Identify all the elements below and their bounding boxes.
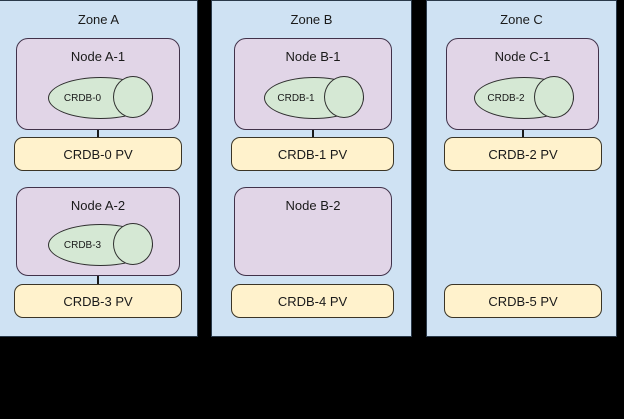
pv-box-crdb-1[interactable]: CRDB-1 PV <box>231 137 394 171</box>
node-box-a-1[interactable]: Node A-1 CRDB-0 <box>16 38 180 130</box>
pv-box-crdb-4[interactable]: CRDB-4 PV <box>231 284 394 318</box>
connector-node-b-1-to-pv-1 <box>312 130 314 138</box>
crdb-pod-label-3: CRDB-3 <box>63 239 102 251</box>
crdb-pod-cylinder-0[interactable]: CRDB-0 <box>48 76 153 119</box>
node-box-a-2[interactable]: Node A-2 CRDB-3 <box>16 187 180 276</box>
crdb-pod-label-2: CRDB-2 <box>487 92 525 104</box>
node-box-c-1[interactable]: Node C-1 CRDB-2 <box>446 38 599 130</box>
cylinder-cap <box>113 76 153 118</box>
node-box-b-2[interactable]: Node B-2 <box>234 187 392 276</box>
cylinder-cap <box>113 223 153 265</box>
pv-box-crdb-0[interactable]: CRDB-0 PV <box>14 137 182 171</box>
connector-node-c-1-to-pv-2 <box>522 130 524 138</box>
cylinder-cap <box>324 76 364 118</box>
pv-box-crdb-2[interactable]: CRDB-2 PV <box>444 137 602 171</box>
pv-box-crdb-5[interactable]: CRDB-5 PV <box>444 284 602 318</box>
node-label-a-2: Node A-2 <box>70 198 126 213</box>
crdb-pod-cylinder-1[interactable]: CRDB-1 <box>264 76 364 119</box>
zone-container-b: Zone B Node B-1 CRDB-1 CRDB-1 PV Node B-… <box>211 0 412 337</box>
zone-label-c: Zone C <box>500 12 543 27</box>
node-label-b-1: Node B-1 <box>285 49 341 64</box>
node-label-a-1: Node A-1 <box>70 49 126 64</box>
node-box-b-1[interactable]: Node B-1 CRDB-1 <box>234 38 392 130</box>
crdb-pod-cylinder-3[interactable]: CRDB-3 <box>48 223 153 266</box>
node-label-b-2: Node B-2 <box>285 198 341 213</box>
zone-container-c: Zone C Node C-1 CRDB-2 CRDB-2 PV CRDB-5 … <box>426 0 617 337</box>
crdb-pod-label-1: CRDB-1 <box>277 92 315 104</box>
zone-label-a: Zone A <box>77 12 120 27</box>
pv-box-crdb-3[interactable]: CRDB-3 PV <box>14 284 182 318</box>
crdb-pod-label-0: CRDB-0 <box>63 92 102 104</box>
zone-label-b: Zone B <box>290 12 333 27</box>
cylinder-cap <box>534 76 574 118</box>
connector-node-a-2-to-pv-3 <box>97 276 99 285</box>
crdb-pod-cylinder-2[interactable]: CRDB-2 <box>474 76 574 119</box>
node-label-c-1: Node C-1 <box>494 49 551 64</box>
connector-node-a-1-to-pv-0 <box>97 130 99 138</box>
zone-container-a: Zone A Node A-1 CRDB-0 CRDB-0 PV Node A-… <box>0 0 198 337</box>
